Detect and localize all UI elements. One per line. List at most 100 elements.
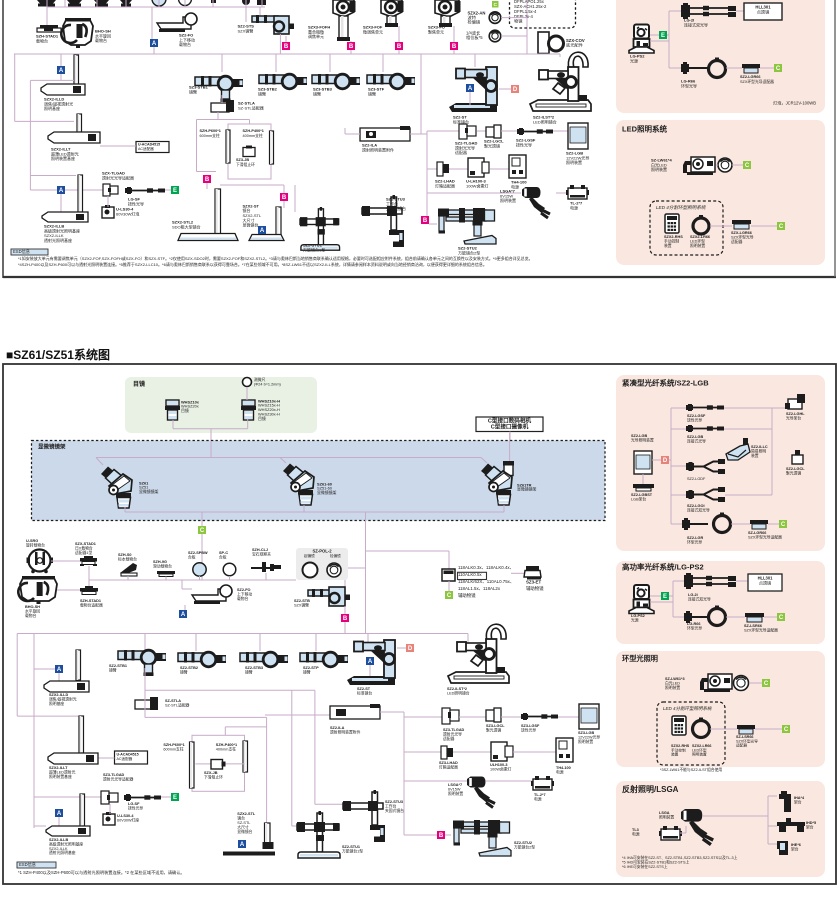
svg-text:A: A (152, 41, 157, 47)
svg-text:A: A (59, 188, 64, 194)
svg-text:LED 4分割环型照明系统: LED 4分割环型照明系统 (656, 205, 707, 210)
svg-text:A: A (260, 228, 265, 234)
svg-text:B: B (452, 44, 457, 50)
svg-text:反射照明/LSGA: 反射照明/LSGA (622, 784, 679, 794)
svg-text:*1如安装放大单元有需要调焦单元（SZX2-FOF,SZX-: *1如安装放大单元有需要调焦单元（SZX2-FOF,SZX-FOFH或SZX-F… (18, 255, 533, 261)
svg-text:*4 IHA可安装在SZ2-ST、SZ2-STB1,SZ2-: *4 IHA可安装在SZ2-ST、SZ2-STB1,SZ2-STB3,SZ2-S… (622, 855, 738, 869)
svg-text:A: A (57, 811, 62, 817)
svg-text:E: E (173, 188, 177, 194)
svg-text:SZ2-LGDF: SZ2-LGDF (687, 477, 706, 481)
svg-text:ESD信息: ESD信息 (13, 248, 30, 255)
svg-text:A: A (368, 659, 373, 665)
svg-text:C: C (784, 727, 789, 733)
svg-text:A: A (468, 86, 473, 92)
svg-text:灯泡，JCR12V-100WB: 灯泡，JCR12V-100WB (773, 100, 816, 107)
svg-text:C: C (764, 681, 769, 687)
svg-text:高功率光纤系统/LG-PS2: 高功率光纤系统/LG-PS2 (622, 561, 704, 571)
svg-text:C: C (493, 2, 497, 8)
svg-text:C: C (779, 224, 784, 230)
svg-text:B: B (349, 44, 354, 50)
svg-text:D: D (513, 87, 518, 93)
svg-text:C: C (447, 593, 452, 599)
svg-text:*4SZH-P400以及SZH-P600可以与透射光照明装置: *4SZH-P400以及SZH-P600可以与透射光照明装置连接。*5推荐于SZ… (18, 261, 487, 267)
svg-text:B: B (284, 44, 289, 50)
svg-text:E: E (661, 33, 665, 39)
svg-text:TL-2*7电源: TL-2*7电源 (570, 200, 583, 210)
svg-text:环型光照明: 环型光照明 (622, 654, 658, 663)
svg-text:B: B (343, 616, 348, 622)
svg-text:B: B (423, 218, 428, 224)
svg-text:B: B (397, 44, 402, 50)
svg-text:C: C (781, 522, 786, 528)
svg-text:E: E (173, 795, 177, 801)
svg-text:IHE*6架台: IHE*6架台 (791, 843, 801, 851)
svg-text:检偏镜: 检偏镜 (330, 553, 341, 558)
svg-text:IHD*5架台: IHD*5架台 (806, 821, 816, 829)
svg-text:A: A (181, 612, 186, 618)
svg-text:目镜: 目镜 (133, 380, 145, 388)
